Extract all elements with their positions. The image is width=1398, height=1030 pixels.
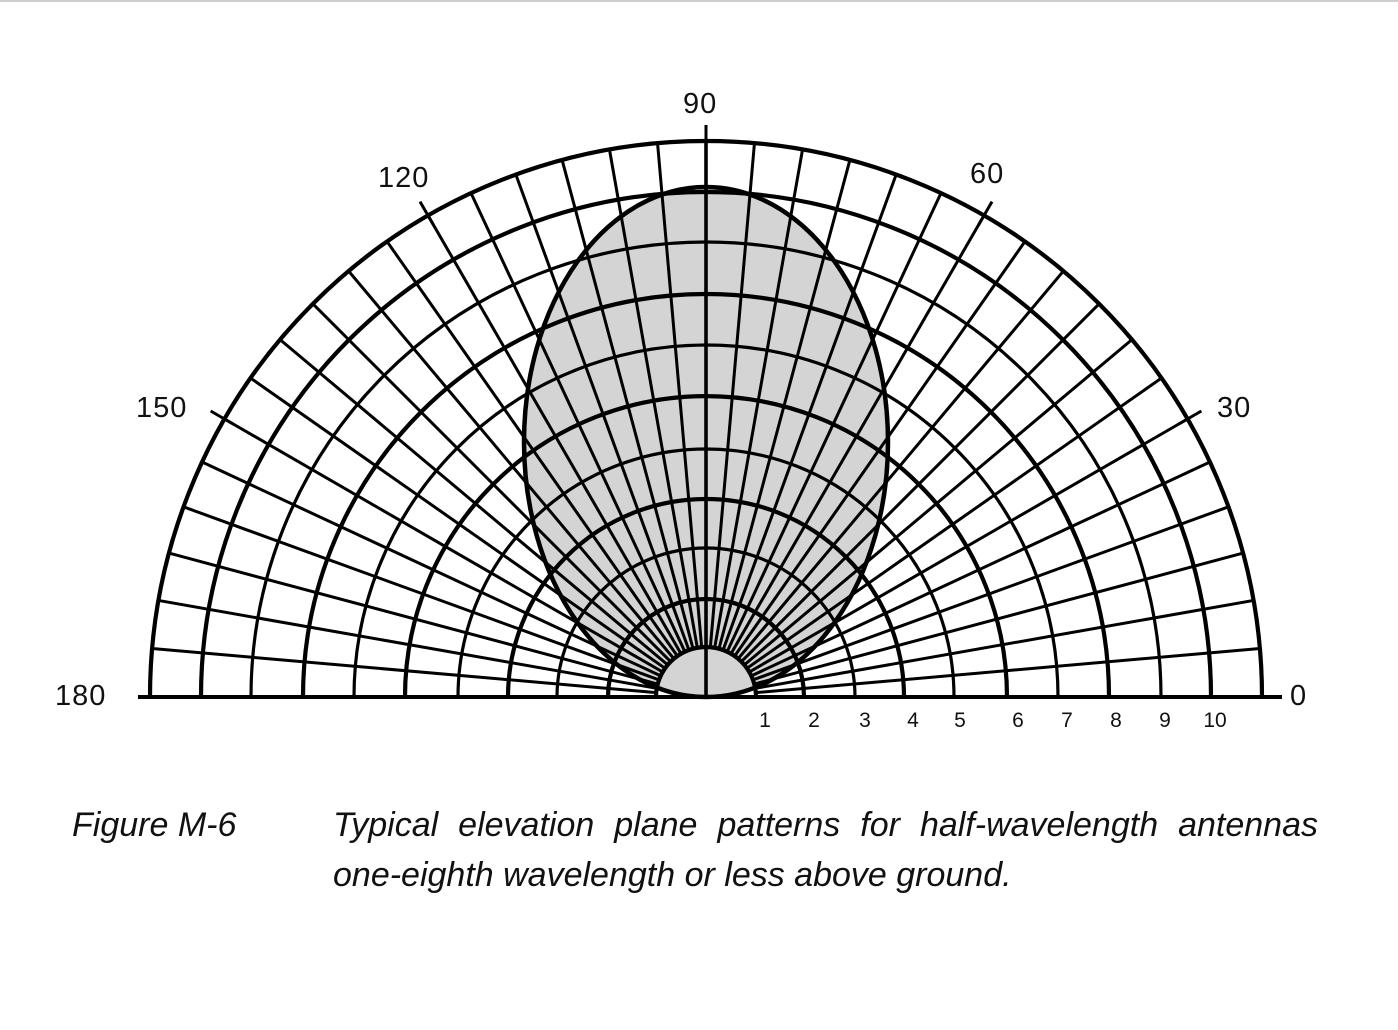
pattern-lobe-outline [521, 184, 891, 700]
angle-label-0: 0 [1290, 680, 1308, 712]
angle-label-120: 120 [378, 162, 430, 194]
radial-label-3: 3 [859, 709, 871, 732]
figure-caption: Typical elevation plane patterns for hal… [333, 806, 1318, 894]
radial-label-1: 1 [759, 709, 771, 732]
angle-label-30: 30 [1217, 392, 1252, 424]
radial-label-4: 4 [907, 709, 919, 732]
angle-label-90: 90 [683, 88, 718, 120]
radial-label-10: 10 [1203, 709, 1227, 732]
radial-label-5: 5 [954, 709, 966, 732]
top-border [0, 0, 1398, 2]
radial-label-6: 6 [1012, 709, 1024, 732]
radial-label-9: 9 [1159, 709, 1171, 732]
angle-label-150: 150 [136, 392, 188, 424]
polar-chart [138, 125, 1282, 700]
radial-label-2: 2 [808, 709, 820, 732]
radial-label-8: 8 [1110, 709, 1122, 732]
figure-label: Figure M-6 [72, 806, 237, 844]
radial-label-7: 7 [1061, 709, 1073, 732]
angle-label-60: 60 [970, 158, 1005, 190]
angle-label-180: 180 [55, 680, 107, 712]
angle-ticks [209, 125, 1203, 426]
